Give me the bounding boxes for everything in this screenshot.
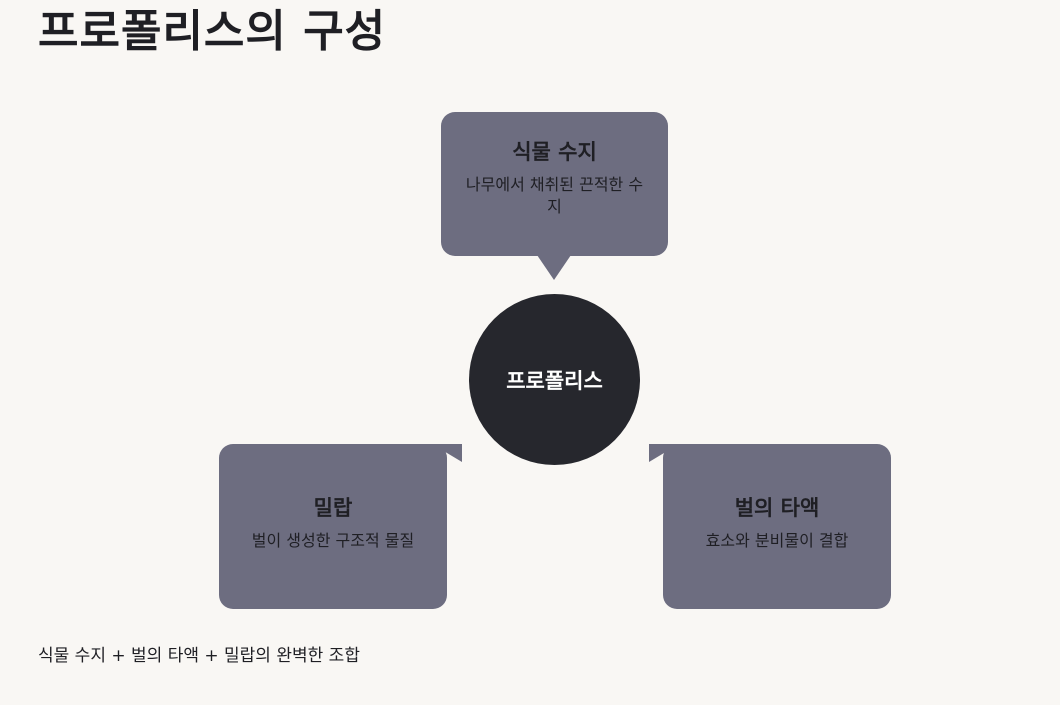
center-label: 프로폴리스 — [506, 368, 603, 393]
component-description: 나무에서 채취된 끈적한 수지 — [465, 175, 644, 216]
component-description: 효소와 분비물이 결합 — [705, 531, 849, 550]
page-title: 프로폴리스의 구성 — [38, 6, 387, 57]
component-card-plant-resin: 식물 수지 나무에서 채취된 끈적한 수지 — [441, 112, 668, 256]
component-card-bee-saliva: 벌의 타액 효소와 분비물이 결합 — [663, 444, 891, 609]
callout-pointer-right — [649, 444, 679, 462]
summary-text: 식물 수지 + 벌의 타액 + 밀랍의 완벽한 조합 — [38, 646, 360, 666]
component-description: 벌이 생성한 구조적 물질 — [251, 531, 415, 550]
component-title: 식물 수지 — [512, 140, 597, 164]
component-title: 밀랍 — [313, 496, 353, 520]
callout-pointer-left — [432, 444, 462, 462]
center-node: 프로폴리스 — [469, 294, 640, 465]
component-card-beeswax: 밀랍 벌이 생성한 구조적 물질 — [219, 444, 447, 609]
component-title: 벌의 타액 — [734, 496, 820, 520]
callout-pointer-top — [537, 255, 571, 280]
